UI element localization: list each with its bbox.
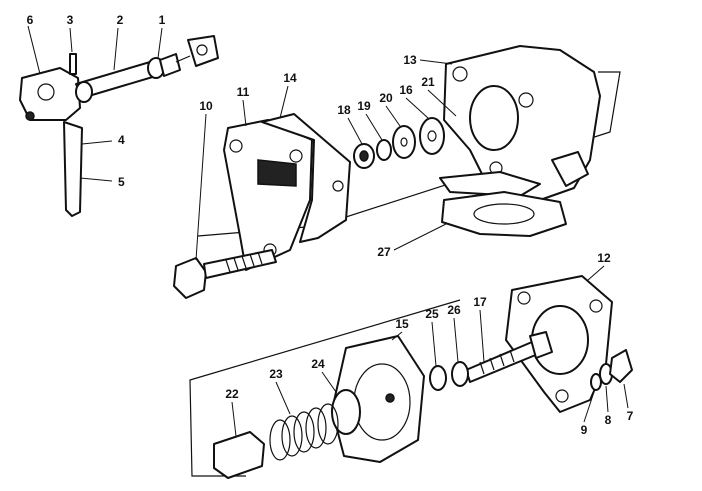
part-12-hole-2 <box>589 299 603 313</box>
callout-21: 21 <box>421 75 435 89</box>
part-13-main-bore <box>469 85 519 151</box>
part-13-hole-2 <box>518 92 534 108</box>
part-13-flange <box>439 171 541 197</box>
part-27-gasket-opening <box>473 203 535 225</box>
part-16-seal-bore <box>427 130 437 142</box>
part-19-washer <box>376 139 392 161</box>
linkage-assembly <box>19 35 219 217</box>
callout-19: 19 <box>357 99 371 113</box>
callout-26: 26 <box>447 303 461 317</box>
part-13-port <box>551 151 589 187</box>
part-11-cover-plate <box>223 119 313 271</box>
part-22-cap <box>213 431 265 479</box>
part-6-stud <box>25 111 35 121</box>
callout-20: 20 <box>379 91 393 105</box>
callout-27: 27 <box>377 245 391 259</box>
part-20-washer <box>392 125 416 159</box>
callout-11: 11 <box>237 85 250 99</box>
clevis-pin-hole <box>196 44 208 56</box>
callout-5: 5 <box>118 175 125 189</box>
part-1-coupling-body <box>159 53 181 77</box>
callout-4: 4 <box>118 133 125 147</box>
part-12-end-plate <box>505 275 613 413</box>
part-23-spring <box>269 403 339 461</box>
part-15-diaphragm-plate <box>331 335 425 463</box>
callout-15: 15 <box>395 317 409 331</box>
part-13-hole-1 <box>452 66 468 82</box>
callout-1: 1 <box>159 13 166 27</box>
part-25-washer <box>429 365 447 391</box>
part-13-housing <box>439 45 601 201</box>
part-14-hole <box>332 180 344 192</box>
part-9-washer <box>590 373 602 391</box>
part-24-spring-seat <box>331 389 361 435</box>
callout-2: 2 <box>117 13 124 27</box>
part-10-bolt <box>173 249 277 299</box>
callout-8: 8 <box>605 413 612 427</box>
callout-23: 23 <box>269 367 283 381</box>
part-20-washer-bore <box>400 137 408 147</box>
part-27-gasket <box>441 191 567 237</box>
part-6-bore <box>37 83 55 101</box>
callout-17: 17 <box>473 295 487 309</box>
part-3-screw <box>69 53 77 75</box>
callout-18: 18 <box>337 103 351 117</box>
part-15-center-hole <box>385 393 395 403</box>
part-12-hole-1 <box>517 291 531 305</box>
part-17-adjusting-screw <box>465 331 553 383</box>
callout-14: 14 <box>283 71 297 85</box>
part-2-rod-end <box>75 81 93 103</box>
callout-labels: 1 2 3 4 5 6 7 8 9 10 11 12 13 14 15 16 1… <box>27 13 634 437</box>
callout-6: 6 <box>27 13 34 27</box>
part-16-seal <box>419 117 445 155</box>
callout-10: 10 <box>199 99 213 113</box>
part-26-washer <box>451 361 469 387</box>
clevis-fitting <box>187 35 219 67</box>
part-7-nut <box>609 349 633 383</box>
part-5-lever-arm <box>63 121 83 217</box>
callout-24: 24 <box>311 357 325 371</box>
callout-13: 13 <box>403 53 417 67</box>
part-1-shaft <box>175 55 191 63</box>
callout-7: 7 <box>627 409 634 423</box>
callout-16: 16 <box>399 83 413 97</box>
part-18-nut-bore <box>359 150 369 162</box>
lower-assembly-bracket-line <box>189 299 461 477</box>
callout-3: 3 <box>67 13 74 27</box>
callout-12: 12 <box>597 251 611 265</box>
leader-lines <box>27 25 629 437</box>
part-6-bracket <box>19 67 81 121</box>
callout-25: 25 <box>425 307 439 321</box>
callout-9: 9 <box>581 423 588 437</box>
part-14-gasket <box>261 113 351 243</box>
callout-22: 22 <box>225 387 239 401</box>
part-12-hole-3 <box>555 389 569 403</box>
